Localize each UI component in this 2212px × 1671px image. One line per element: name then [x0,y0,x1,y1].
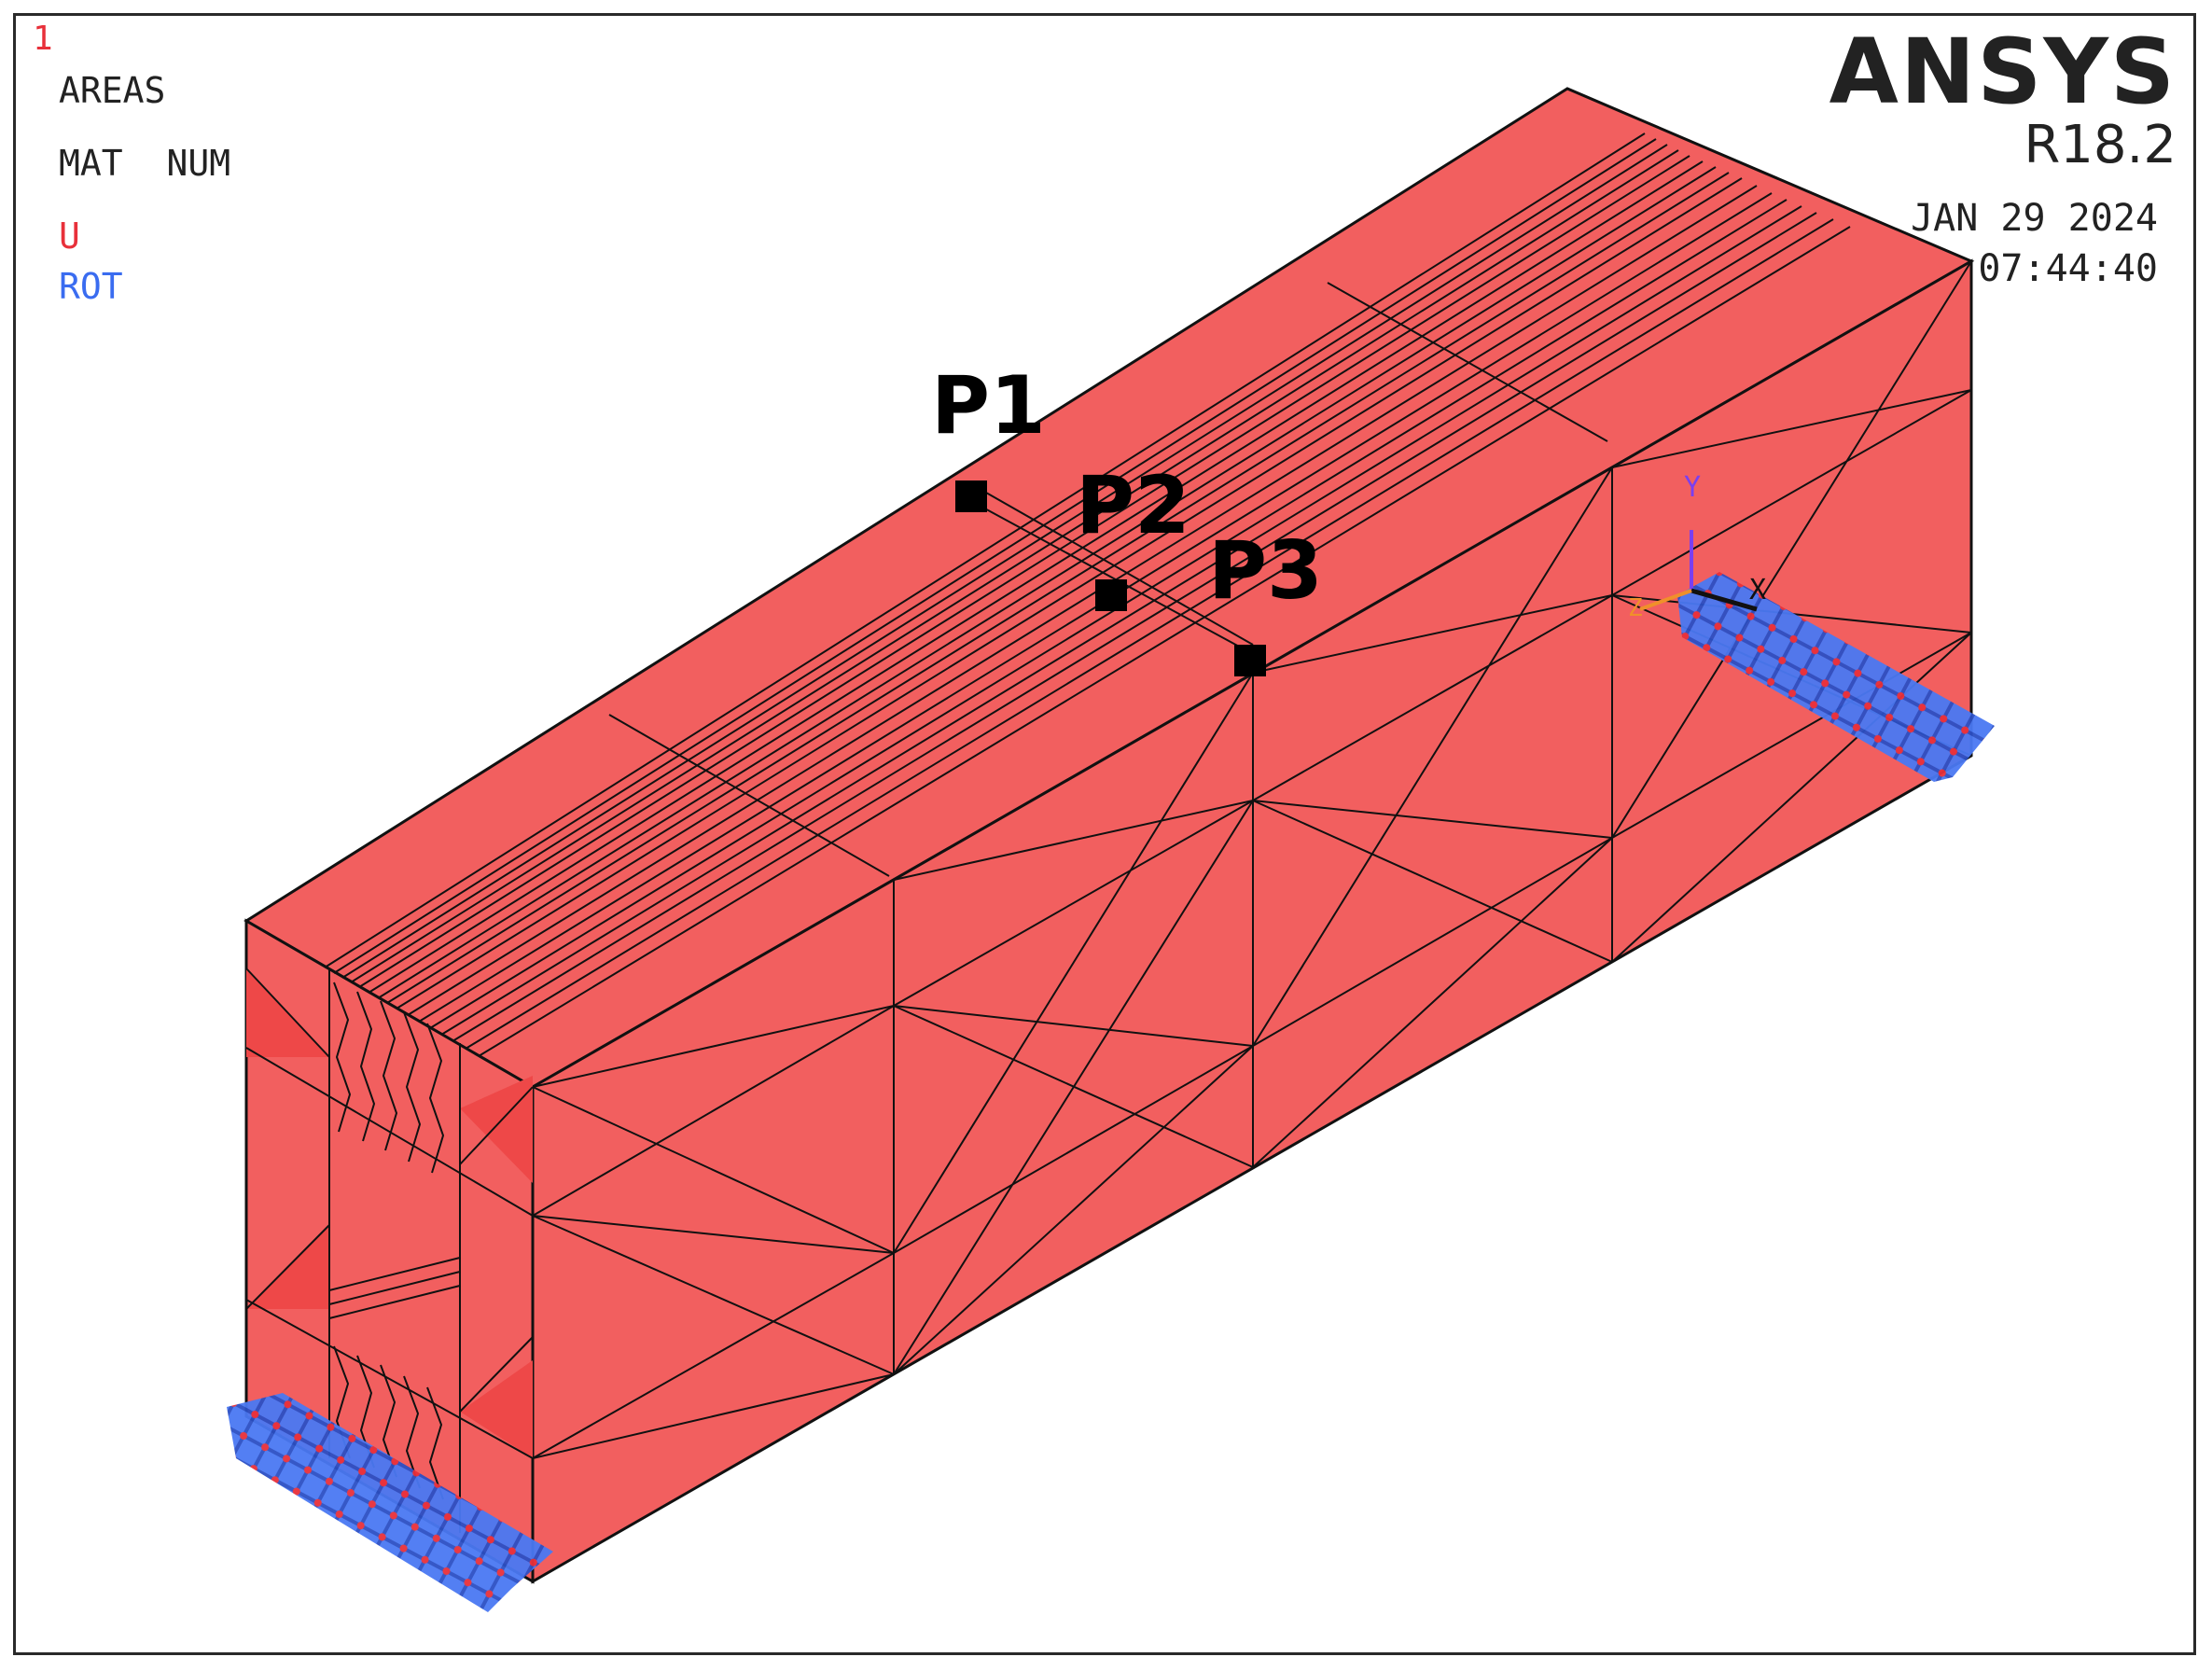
version-label: R18.2 [2024,115,2177,175]
graphics-window[interactable]: 1 AREAS MAT NUM U ROT ANSYS R18.2 JAN 29… [13,13,2196,1655]
left-support-constraints[interactable] [227,1393,553,1612]
ansys-logo: ANSYS [1829,20,2177,124]
window-number: 1 [33,20,53,58]
point-marker-p2[interactable] [1095,579,1127,611]
point-marker-p1[interactable] [955,480,987,512]
coordinate-triad [1639,530,1758,612]
end-mesh [245,968,534,1533]
front-mesh [532,260,1972,1459]
legend-u: U [59,216,80,257]
beam-model[interactable] [243,87,1975,1584]
date-label: JAN 29 2024 [1911,197,2158,240]
stringer-lines [324,132,1851,1057]
point-marker-p3[interactable] [1234,645,1266,676]
constraint-symbols[interactable] [227,572,1995,1612]
model-view[interactable] [16,16,2196,1655]
point-label-p3: P3 [1208,524,1323,618]
point-label-p1: P1 [931,359,1046,453]
time-label: 07:44:40 [1978,247,2158,290]
legend-areas: AREAS [59,70,166,111]
legend-mat-num: MAT NUM [59,143,231,184]
legend-rot: ROT [59,266,123,307]
triad-x-label: X [1749,574,1767,606]
point-label-p2: P2 [1076,459,1190,552]
triad-y-label: Y [1684,471,1702,504]
triad-z-label: Z [1628,594,1643,622]
right-support-constraints[interactable] [1677,572,1995,782]
